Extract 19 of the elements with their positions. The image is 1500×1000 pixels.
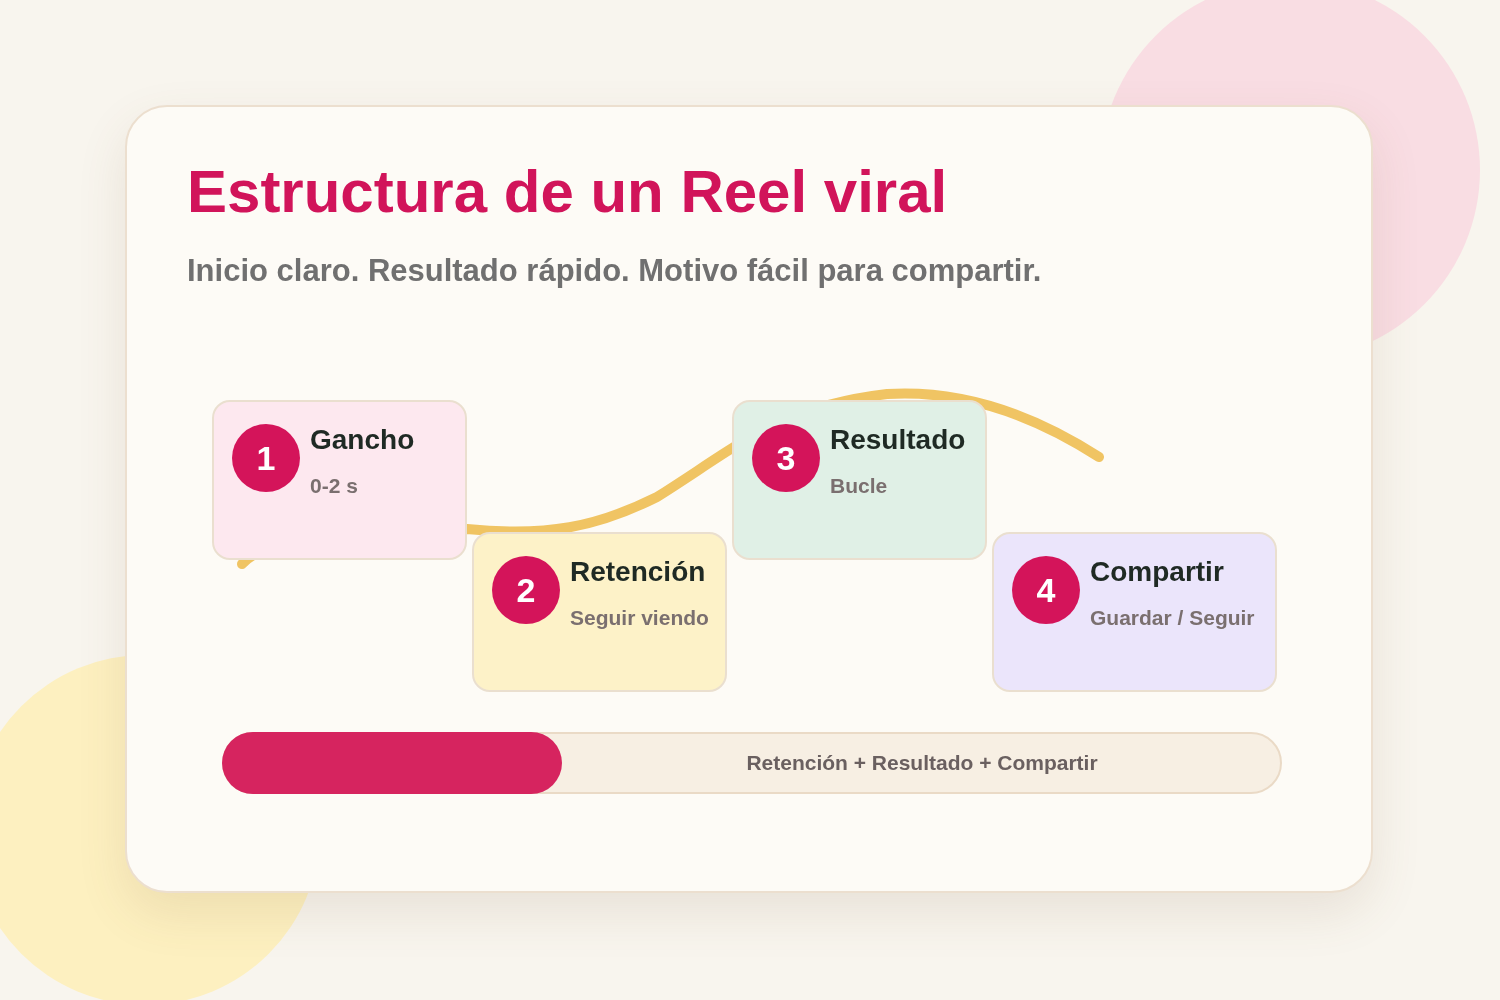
step-title: Compartir bbox=[1090, 556, 1224, 588]
step-title: Resultado bbox=[830, 424, 966, 456]
subtitle: Inicio claro. Resultado rápido. Motivo fácil para compartir. bbox=[187, 253, 1042, 289]
step-number: 3 bbox=[752, 424, 820, 492]
title: Estructura de un Reel viral bbox=[187, 157, 948, 226]
bar-label: Retención + Resultado + Compartir bbox=[745, 750, 1099, 776]
step-card bbox=[732, 400, 987, 560]
step-number: 4 bbox=[1012, 556, 1080, 624]
step-title: Retención bbox=[570, 556, 706, 588]
step-subtitle: Seguir viendo bbox=[570, 606, 709, 630]
step-number: 2 bbox=[492, 556, 560, 624]
step-title: Gancho bbox=[310, 424, 415, 456]
step-card bbox=[992, 532, 1277, 692]
step-subtitle: Guardar / Seguir bbox=[1090, 606, 1255, 630]
step-number: 1 bbox=[232, 424, 300, 492]
step-subtitle: 0-2 s bbox=[310, 474, 358, 498]
step-subtitle: Bucle bbox=[830, 474, 888, 498]
step-card bbox=[212, 400, 467, 560]
step-card bbox=[472, 532, 727, 692]
